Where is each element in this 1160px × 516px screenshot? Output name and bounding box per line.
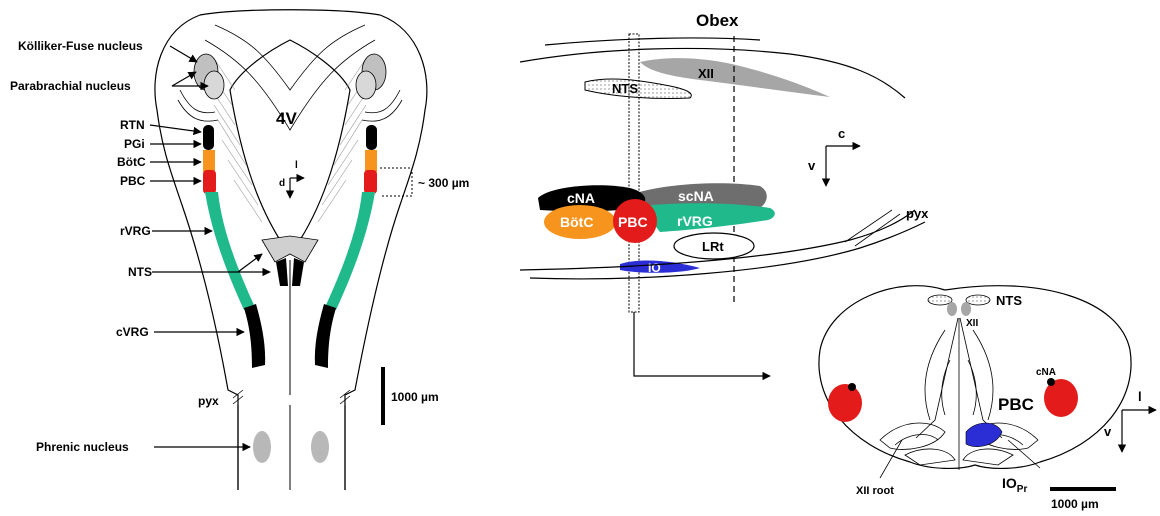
sagittal-panel: Obex XII NTS c v scNA cNA rVRG BötC PBC <box>520 11 929 376</box>
distance-marker: ~ 300 µm <box>380 168 469 196</box>
right-phrenic-nucleus <box>311 431 329 463</box>
label-xii-root: XII root <box>856 485 894 497</box>
transverse-axis-indicator: l v <box>1104 389 1156 452</box>
pyx-break-marks <box>233 390 350 404</box>
dorsal-brainstem-panel: Kölliker-Fuse nucleus Parabrachial nucle… <box>10 10 469 490</box>
left-phrenic-nucleus <box>253 431 271 463</box>
label-transverse-scale: 1000 µm <box>1051 497 1099 511</box>
label-nts: NTS <box>128 265 152 279</box>
transverse-pbc-left <box>828 384 862 422</box>
transverse-nts-left <box>928 295 952 305</box>
left-pontine-nuclei <box>178 54 224 121</box>
transverse-io <box>966 423 1002 447</box>
fourth-ventricle <box>230 40 350 250</box>
right-pbc <box>364 170 377 194</box>
right-botc <box>365 150 377 172</box>
svg-text:BötC: BötC <box>560 214 593 230</box>
svg-text:v: v <box>808 158 816 173</box>
right-respiratory-column <box>315 125 377 368</box>
dorsal-axis-indicator: l d <box>279 160 304 198</box>
svg-text:scNA: scNA <box>678 188 714 204</box>
label-parabrachial: Parabrachial nucleus <box>10 79 131 93</box>
left-rvrg <box>205 192 254 310</box>
label-pyx-left: pyx <box>198 394 219 408</box>
label-pbc: PBC <box>120 174 146 188</box>
svg-text:rVRG: rVRG <box>677 213 713 229</box>
left-botc <box>203 150 215 172</box>
svg-text:NTS: NTS <box>612 81 638 96</box>
label-kolliker-fuse: Kölliker-Fuse nucleus <box>18 39 143 53</box>
label-phrenic: Phrenic nucleus <box>36 440 129 454</box>
svg-text:d: d <box>279 178 285 189</box>
right-rtn <box>366 125 377 150</box>
label-pyx-sagittal: pyx <box>906 206 929 221</box>
label-left-scale: 1000 µm <box>391 390 439 404</box>
label-rvrg: rVRG <box>120 224 151 238</box>
label-transverse-pbc: PBC <box>998 395 1034 414</box>
right-rvrg <box>326 192 375 310</box>
transverse-nts-right <box>966 295 990 305</box>
sagittal-nts <box>585 79 691 98</box>
right-pontine-nuclei <box>356 54 402 121</box>
section-connector <box>634 312 770 376</box>
svg-text:cNA: cNA <box>567 190 595 206</box>
svg-text:PBC: PBC <box>618 214 648 230</box>
label-4v: 4V <box>276 109 297 128</box>
right-cvrg <box>315 304 336 368</box>
svg-text:c: c <box>838 126 845 141</box>
nts-obex-region <box>262 236 318 395</box>
svg-text:~ 300 µm: ~ 300 µm <box>418 176 469 190</box>
svg-text:l: l <box>295 160 298 171</box>
svg-text:NTS: NTS <box>996 293 1022 308</box>
label-obex: Obex <box>696 11 739 30</box>
label-cvrg: cVRG <box>116 325 149 339</box>
transverse-section-panel: NTS XII cNA PBC XII root IOPr <box>819 286 1156 511</box>
left-rtn <box>203 125 214 150</box>
svg-text:l: l <box>1138 389 1142 404</box>
label-transverse-cna: cNA <box>1036 367 1056 378</box>
left-cvrg <box>244 304 265 368</box>
svg-text:XII: XII <box>966 318 978 329</box>
svg-text:v: v <box>1104 424 1112 439</box>
svg-text:XII: XII <box>698 66 714 81</box>
label-pgi: PGi <box>124 137 145 151</box>
svg-text:LRt: LRt <box>702 239 724 254</box>
label-rtn: RTN <box>120 118 145 132</box>
label-iopr: IOPr <box>1002 475 1027 495</box>
svg-text:IO: IO <box>648 261 661 275</box>
sagittal-axis-indicator: c v <box>808 126 860 186</box>
label-botc: BötC <box>117 155 146 169</box>
left-pbc <box>203 170 216 194</box>
